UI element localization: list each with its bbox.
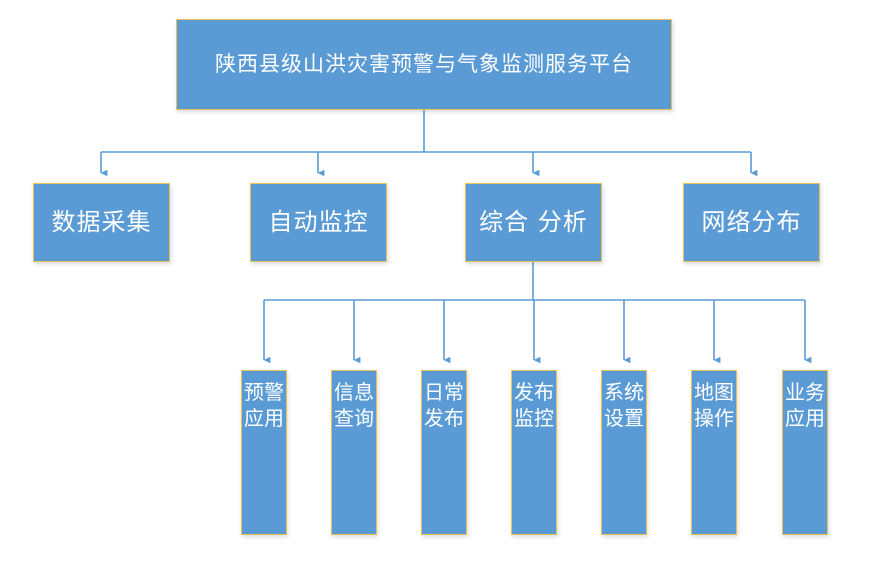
node-data-collection[interactable]: 数据采集 bbox=[33, 183, 170, 262]
node-system-settings[interactable]: 系统设置 bbox=[601, 370, 647, 535]
node-release-monitoring[interactable]: 发布监控 bbox=[511, 370, 557, 535]
node-network-distribution-label: 网络分布 bbox=[701, 208, 802, 237]
node-daily-release[interactable]: 日常发布 bbox=[421, 370, 467, 535]
node-business-application-label: 业务应用 bbox=[785, 380, 825, 430]
node-information-query-label: 信息查询 bbox=[334, 380, 374, 430]
connector-level3-drops bbox=[263, 300, 812, 364]
node-comprehensive-analysis[interactable]: 综合 分析 bbox=[465, 183, 602, 262]
node-data-collection-label: 数据采集 bbox=[51, 208, 152, 237]
node-map-operation-label: 地图操作 bbox=[694, 380, 734, 430]
node-daily-release-label: 日常发布 bbox=[424, 380, 464, 430]
node-comprehensive-analysis-label: 综合 分析 bbox=[479, 208, 588, 237]
root-node-label: 陕西县级山洪灾害预警与气象监测服务平台 bbox=[215, 51, 633, 76]
node-network-distribution[interactable]: 网络分布 bbox=[683, 183, 820, 262]
node-warning-application-label: 预警应用 bbox=[244, 380, 284, 430]
node-information-query[interactable]: 信息查询 bbox=[331, 370, 377, 535]
node-auto-monitoring-label: 自动监控 bbox=[268, 208, 369, 237]
node-business-application[interactable]: 业务应用 bbox=[782, 370, 828, 535]
node-map-operation[interactable]: 地图操作 bbox=[691, 370, 737, 535]
node-system-settings-label: 系统设置 bbox=[604, 380, 644, 430]
root-node[interactable]: 陕西县级山洪灾害预警与气象监测服务平台 bbox=[176, 19, 672, 110]
node-release-monitoring-label: 发布监控 bbox=[514, 380, 554, 430]
node-auto-monitoring[interactable]: 自动监控 bbox=[250, 183, 387, 262]
connector-level2-drops bbox=[100, 152, 758, 177]
node-warning-application[interactable]: 预警应用 bbox=[241, 370, 287, 535]
